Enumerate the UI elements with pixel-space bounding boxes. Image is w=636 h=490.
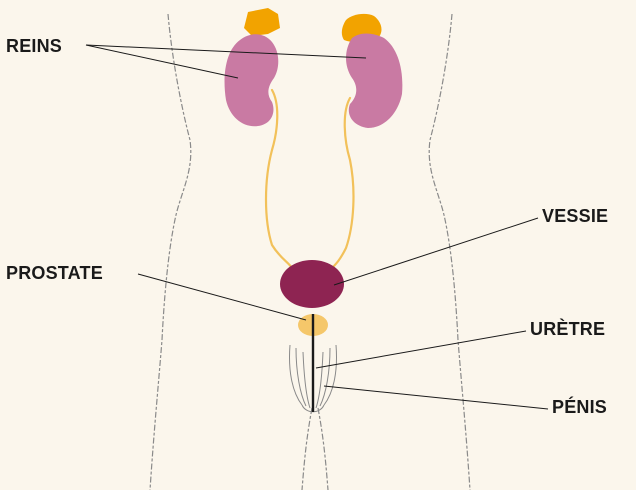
kidney-left	[225, 34, 279, 126]
leader-line-penis	[324, 386, 548, 409]
leader-line-reins-right	[86, 45, 366, 58]
leg-inner-left	[302, 408, 312, 490]
leg-inner-right	[318, 408, 328, 490]
kidneys	[225, 34, 403, 129]
bladder	[280, 260, 344, 308]
label-vessie: VESSIE	[542, 207, 608, 225]
penis-outline-line	[316, 352, 323, 408]
label-uretre: URÈTRE	[530, 320, 605, 338]
label-prostate: PROSTATE	[6, 264, 103, 282]
adrenal-gland-left	[244, 8, 280, 36]
kidney-right	[346, 34, 402, 129]
leader-lines	[86, 45, 548, 409]
leader-line-uretre	[316, 331, 526, 368]
ureters	[266, 90, 353, 268]
body-outline	[150, 14, 470, 490]
leader-line-reins-left	[86, 45, 238, 78]
ureter-right	[332, 98, 353, 268]
penis-outline-line	[303, 352, 310, 408]
label-penis: PÉNIS	[552, 398, 607, 416]
body-outline-left	[150, 14, 191, 490]
leader-line-vessie	[334, 218, 538, 285]
label-reins: REINS	[6, 37, 62, 55]
